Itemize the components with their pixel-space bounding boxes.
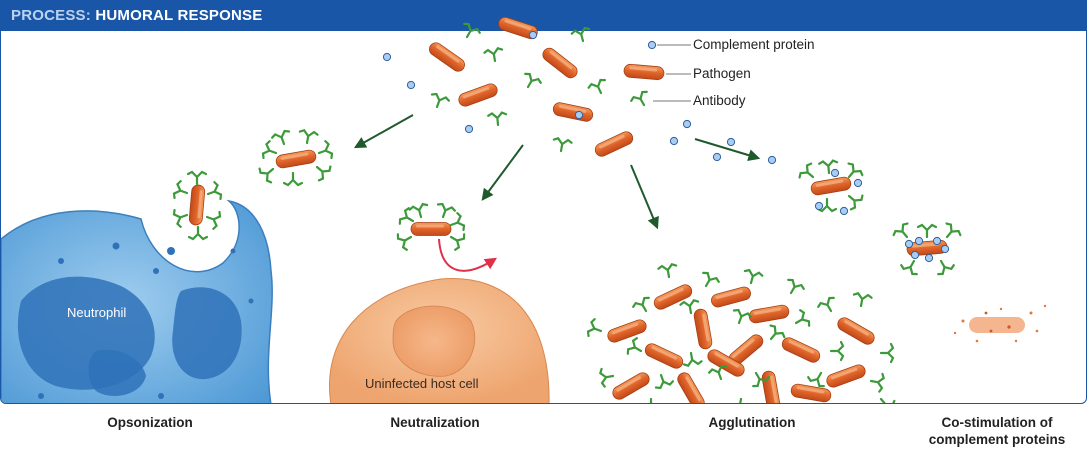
legend-pathogen-label: Pathogen: [693, 66, 751, 81]
legend-leaders: [653, 44, 691, 102]
neutrophil-label: Neutrophil: [67, 305, 127, 320]
arrow-agglutination: [630, 164, 659, 230]
legend-antibody: [629, 89, 653, 111]
caption-opsonization: Opsonization: [107, 415, 193, 430]
legend-complement-label: Complement protein: [693, 37, 815, 52]
caption-costimulation: Co-stimulation of complement proteins: [912, 414, 1082, 448]
arrow-complement: [694, 138, 761, 161]
header-prefix: PROCESS:: [11, 7, 91, 24]
header-main-title: HUMORAL RESPONSE: [95, 7, 263, 24]
caption-costim-line1: Co-stimulation of: [941, 415, 1053, 430]
agglutination-cluster: [585, 262, 897, 403]
legend-pathogen: [623, 63, 665, 81]
arrow-neutralization: [481, 144, 524, 201]
opsonized-pathogen-free: [256, 128, 335, 187]
opsonized-pathogen-engulfed: [171, 170, 224, 241]
diagram-panel: PROCESS: HUMORAL RESPONSE: [0, 0, 1087, 404]
caption-costim-line2: complement proteins: [928, 432, 1066, 447]
lysed-pathogen: [953, 304, 1047, 343]
header-title: PROCESS: HUMORAL RESPONSE: [11, 7, 262, 24]
host-cell-label: Uninfected host cell: [365, 376, 479, 391]
process-arrows: [353, 114, 761, 230]
free-antibodies: [427, 21, 653, 154]
complement-coated-pathogen: [796, 159, 866, 216]
header-bar: PROCESS: HUMORAL RESPONSE: [1, 1, 1086, 31]
neutralized-pathogen: [395, 201, 467, 252]
neutrophil-cell: [1, 199, 273, 403]
arrow-opsonization: [353, 114, 414, 149]
host-cell: [329, 278, 550, 403]
legend-complement: [647, 40, 657, 50]
legend-antibody-label: Antibody: [693, 93, 746, 108]
diagram-art: [1, 15, 1047, 403]
caption-neutralization: Neutralization: [390, 415, 480, 430]
complement-lysing-pathogen: [891, 220, 963, 277]
pathogen-cluster: [426, 15, 665, 159]
blocked-entry-arrow: [438, 238, 498, 272]
caption-agglutination: Agglutination: [708, 415, 796, 430]
